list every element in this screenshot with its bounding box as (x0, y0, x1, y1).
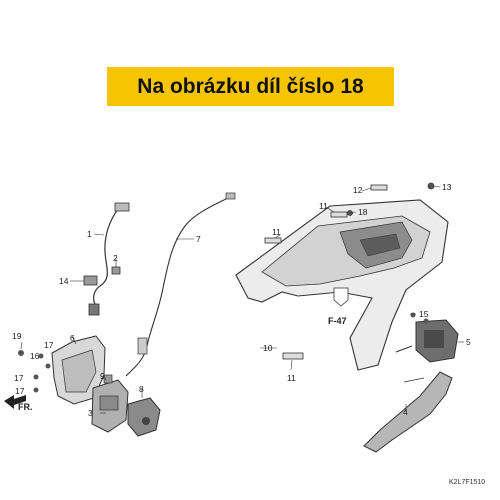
callout-13: 13 (442, 182, 452, 192)
cable (125, 192, 236, 377)
callout-17a: 17 (44, 340, 54, 350)
bolts-left (18, 350, 51, 393)
callout-4: 4 (403, 407, 408, 417)
callout-1: 1 (87, 229, 92, 239)
banner-text: Na obrázku díl číslo 18 (137, 74, 364, 98)
lower-cover (363, 371, 453, 453)
callout-17b: 17 (14, 373, 24, 383)
callout-3: 3 (88, 408, 93, 418)
callout-11a: 11 (272, 227, 281, 237)
callout-7: 7 (196, 234, 201, 244)
leader-lines (20, 185, 464, 414)
latch-assembly (395, 312, 459, 363)
callout-18: 18 (358, 207, 368, 217)
callout-19: 19 (12, 331, 22, 341)
seat-lock (91, 374, 129, 433)
callout-5: 5 (466, 337, 471, 347)
diagram-code: K2L7F1510 (449, 479, 485, 486)
banner: Na obrázku díl číslo 18 (107, 67, 394, 106)
wire-harness (83, 202, 130, 316)
callout-10: 10 (263, 343, 273, 353)
lock-bracket (51, 335, 106, 405)
callout-16: 16 (30, 351, 40, 361)
callout-15: 15 (419, 309, 429, 319)
callout-2: 2 (113, 253, 118, 263)
callout-9: 9 (100, 371, 105, 381)
callout-11c: 11 (287, 373, 296, 383)
callout-6: 6 (70, 333, 75, 343)
clip-part (111, 266, 121, 275)
front-arrow-icon (4, 395, 26, 409)
callout-8: 8 (139, 384, 144, 394)
lock-cover (127, 397, 161, 437)
callout-17c: 17 (15, 386, 25, 396)
callout-12: 12 (353, 185, 363, 195)
direction-label: FR. (18, 402, 33, 412)
callout-11b: 11 (319, 201, 328, 211)
rear-carrier (235, 199, 449, 371)
reference-label: F-47 (328, 316, 347, 326)
callout-14: 14 (59, 276, 69, 286)
reference-marker (333, 287, 349, 307)
bolts-carrier (264, 182, 435, 360)
